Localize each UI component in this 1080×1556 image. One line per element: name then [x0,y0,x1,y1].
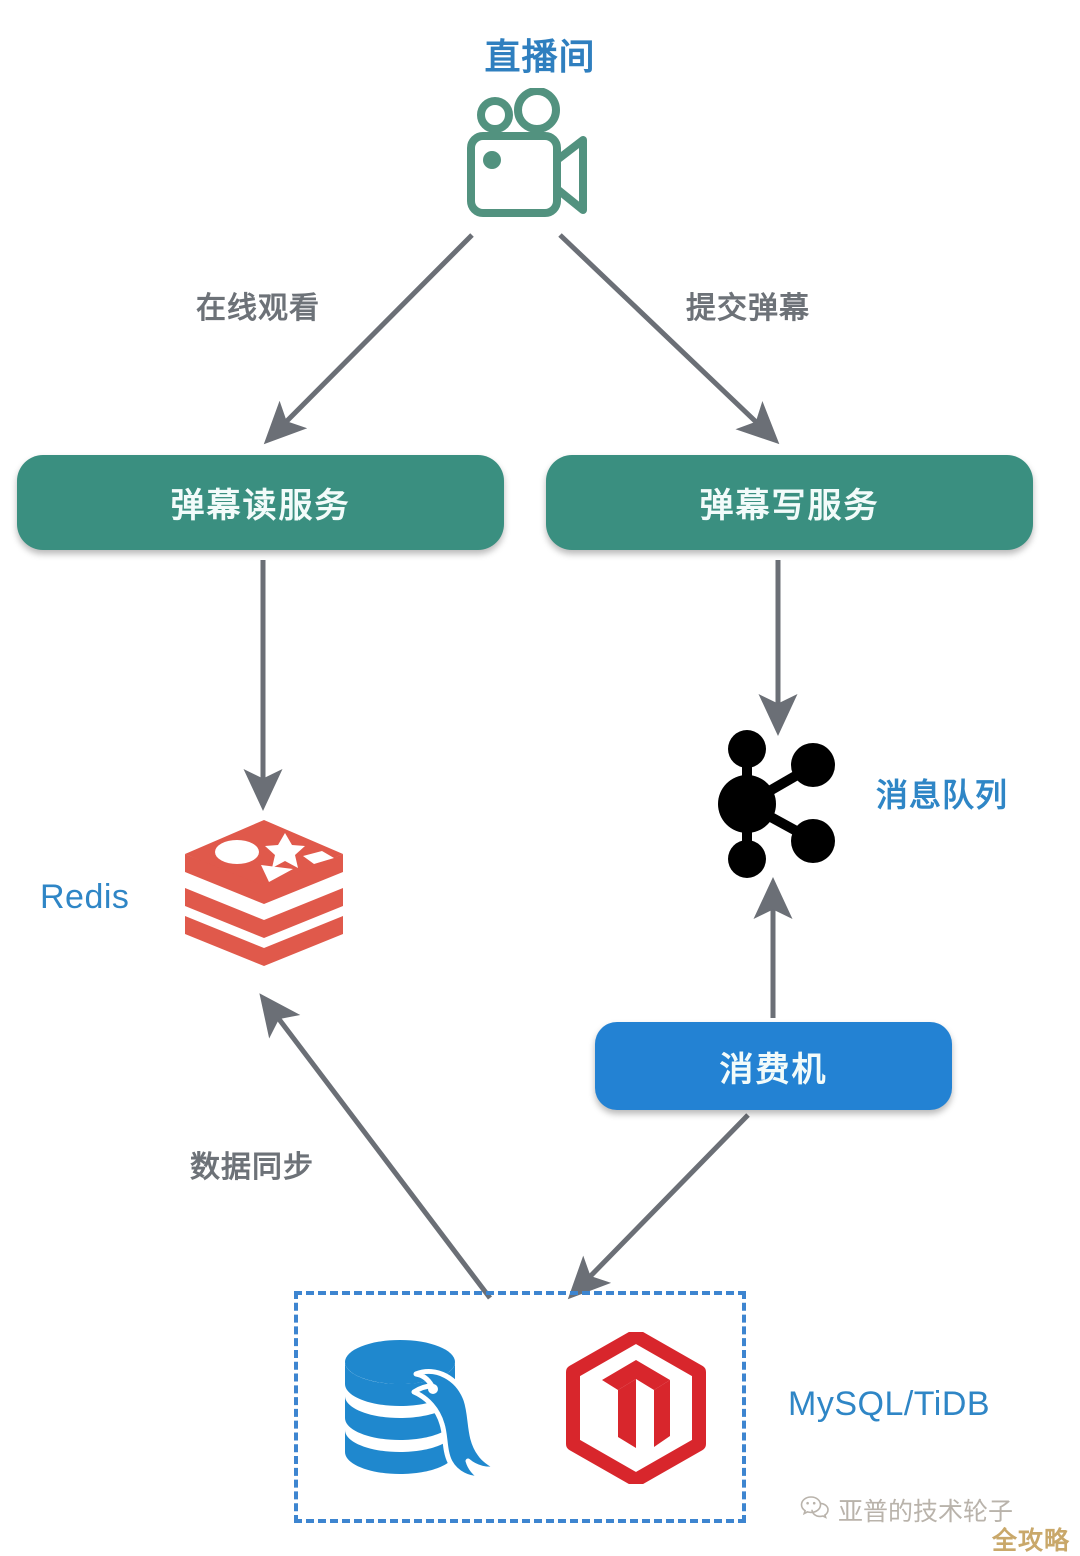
arrow-consumer-to-db [567,1113,750,1300]
tidb-logo-icon [566,1329,706,1487]
watermark-tag: 全攻略 [991,1527,1070,1555]
page-title: 直播间 [484,36,596,77]
node-consumer-label: 消费机 [719,1050,828,1089]
edge-label-submit-danmaku: 提交弹幕 [686,292,810,325]
node-read-service-label: 弹幕读服务 [170,487,351,525]
database-group-container [294,1291,746,1523]
node-read-service[interactable]: 弹幕读服务 [17,455,504,550]
node-write-service[interactable]: 弹幕写服务 [546,455,1033,550]
edge-label-data-sync: 数据同步 [190,1151,314,1184]
node-consumer[interactable]: 消费机 [595,1022,952,1110]
arrow-live-to-write [558,233,780,445]
arrow-live-to-read [263,233,474,445]
mysql-logo-icon [338,1334,508,1484]
node-write-service-label: 弹幕写服务 [699,487,880,525]
node-database-label: MySQL/TiDB [788,1385,991,1423]
node-message-queue-label: 消息队列 [876,777,1009,813]
video-camera-icon [455,87,605,228]
message-queue-node-icon [705,727,845,882]
redis-logo-icon [183,818,345,968]
watermark-account: 亚普的技术轮子 [800,1492,1013,1528]
edge-label-online-watch: 在线观看 [196,292,320,325]
watermark-account-name: 亚普的技术轮子 [838,1498,1014,1526]
node-redis-label: Redis [40,878,130,916]
wechat-icon [800,1494,830,1527]
